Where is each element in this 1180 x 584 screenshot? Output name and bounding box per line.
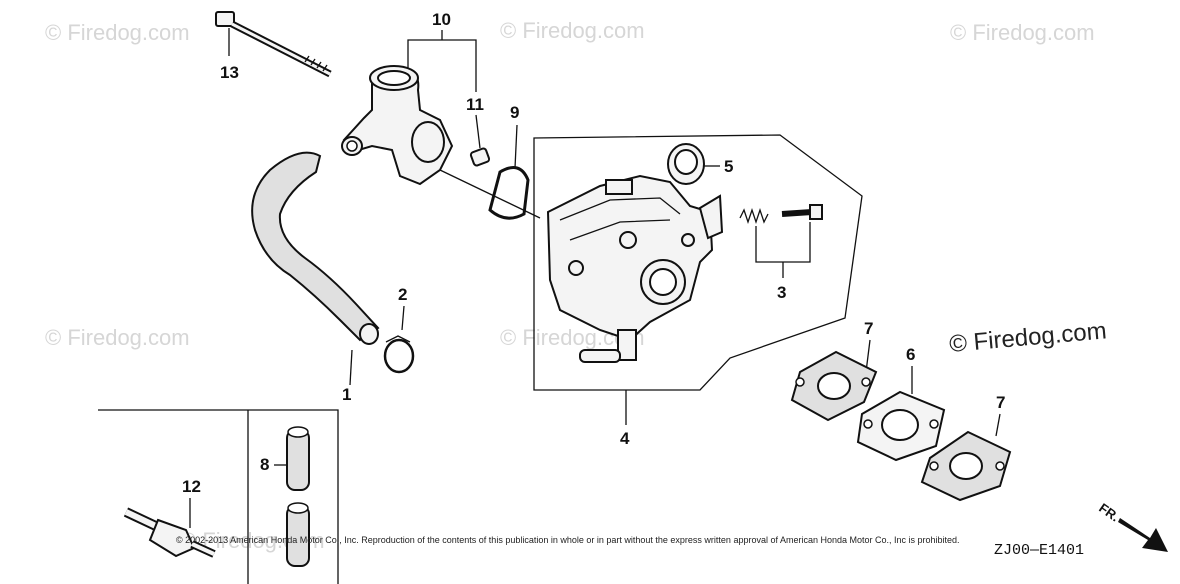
callout-5: 5 bbox=[724, 157, 733, 176]
callout-2: 2 bbox=[398, 285, 407, 304]
callout-9: 9 bbox=[510, 103, 519, 122]
callout-3: 3 bbox=[777, 283, 786, 302]
front-indicator-label: FR. bbox=[1096, 500, 1122, 524]
hose-clip-2-icon bbox=[383, 335, 415, 374]
spring-3-icon bbox=[739, 207, 769, 225]
fuel-tube-8-icon bbox=[286, 426, 310, 567]
dowel-pin-11-icon bbox=[469, 147, 491, 167]
screw-3-icon bbox=[781, 204, 823, 220]
callout-6: 6 bbox=[906, 345, 915, 364]
callout-7-lower: 7 bbox=[996, 393, 1005, 412]
callout-10: 10 bbox=[432, 10, 451, 29]
callout-11: 11 bbox=[466, 95, 484, 114]
brand-watermark: © Firedog.com bbox=[948, 317, 1107, 358]
watermark: © Firedog.com bbox=[45, 325, 190, 350]
front-direction-arrow-icon bbox=[1118, 518, 1168, 552]
gasket-7-lower-icon bbox=[920, 430, 1012, 502]
bolt-13-icon bbox=[215, 11, 332, 78]
callout-12: 12 bbox=[182, 477, 201, 496]
callout-4: 4 bbox=[620, 429, 630, 448]
watermark: © Firedog.com bbox=[45, 20, 190, 45]
o-ring-9-icon bbox=[488, 166, 530, 220]
copyright-notice: © 2002-2013 American Honda Motor Co., In… bbox=[176, 535, 960, 545]
insulator-6-icon bbox=[856, 390, 946, 462]
callout-1: 1 bbox=[342, 385, 351, 404]
jet-cap-5-icon bbox=[667, 143, 705, 185]
fuel-hose-1-icon bbox=[251, 151, 380, 342]
carburetor-4-icon bbox=[546, 174, 724, 363]
callout-7-upper: 7 bbox=[864, 319, 873, 338]
carburetor-assembly-boundary bbox=[533, 134, 863, 391]
gasket-7-upper-icon bbox=[790, 350, 878, 422]
insulator-elbow-icon bbox=[341, 65, 454, 186]
diagram-code: ZJ00—E1401 bbox=[994, 542, 1084, 559]
watermark: © Firedog.com bbox=[950, 20, 1095, 45]
fuel-filter-12-icon bbox=[123, 507, 216, 558]
callout-8: 8 bbox=[260, 455, 269, 474]
callout-13: 13 bbox=[220, 63, 239, 82]
watermark: © Firedog.com bbox=[500, 18, 645, 43]
